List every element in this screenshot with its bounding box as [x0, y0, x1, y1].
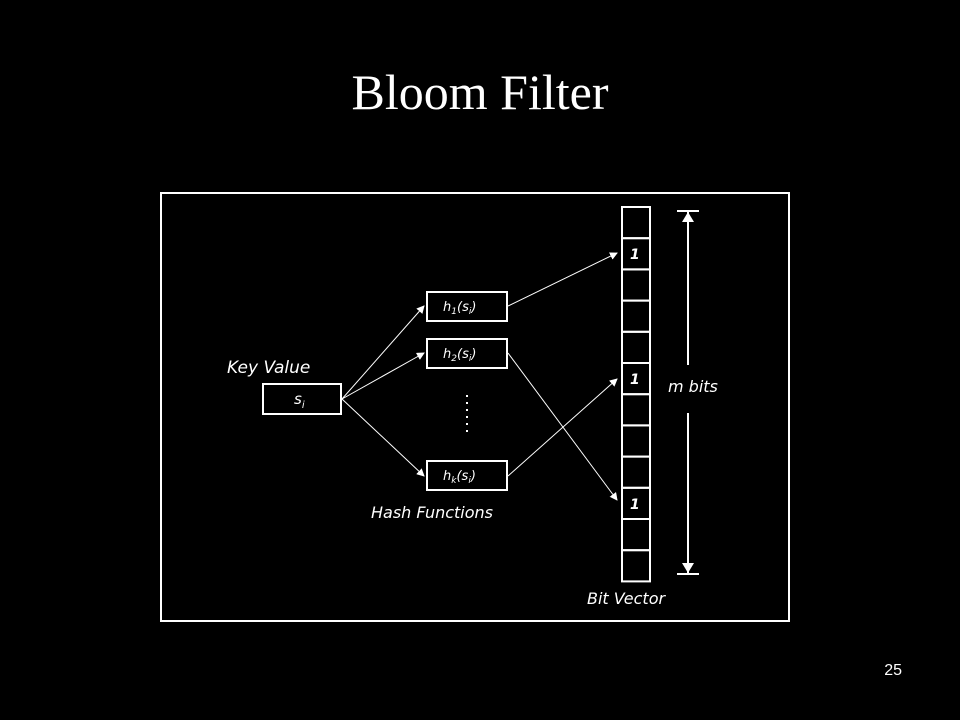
slide-number: 25 [884, 662, 902, 679]
bit-vector-label: Bit Vector [587, 589, 666, 608]
m-bits-label: m bits [668, 377, 718, 396]
arrow-h2-to-bit [507, 352, 618, 501]
hash-function-label-1: h1(si) [443, 300, 476, 317]
arrow-key-to-hk [341, 398, 425, 477]
arrow-key-to-h1 [341, 305, 425, 400]
bit-cell [621, 393, 651, 427]
bit-cell [621, 206, 651, 240]
bit-cell [621, 299, 651, 333]
bit-cell [621, 455, 651, 489]
hash-function-label-k: hk(si) [443, 469, 476, 486]
bit-cell [621, 424, 651, 458]
key-value-label: Key Value [227, 358, 310, 378]
bit-cell-value: 1 [630, 247, 640, 263]
hash-function-label-2: h2(si) [443, 347, 476, 364]
bit-cell [621, 330, 651, 364]
key-symbol: si [294, 390, 305, 411]
bit-cell [621, 268, 651, 302]
hash-functions-label: Hash Functions [371, 503, 493, 522]
key-box [262, 383, 342, 415]
bit-cell-value: 1 [630, 497, 640, 513]
bit-cell [621, 549, 651, 583]
arrow-key-to-h2 [341, 352, 425, 400]
bit-cell [621, 518, 651, 552]
arrow-h1-to-bit [507, 252, 618, 307]
dimension-down-arrow [682, 563, 694, 573]
hash-function-box-2 [426, 338, 508, 369]
dimension-up-arrow [682, 212, 694, 222]
slide-title: Bloom Filter [351, 64, 609, 120]
hash-function-box-k [426, 460, 508, 491]
diagram-frame [160, 192, 790, 622]
hash-function-box-1 [426, 291, 508, 322]
arrow-hk-to-bit [507, 378, 618, 477]
bit-vector: 1 1 1 [621, 206, 651, 583]
bit-cell-value: 1 [630, 372, 640, 388]
